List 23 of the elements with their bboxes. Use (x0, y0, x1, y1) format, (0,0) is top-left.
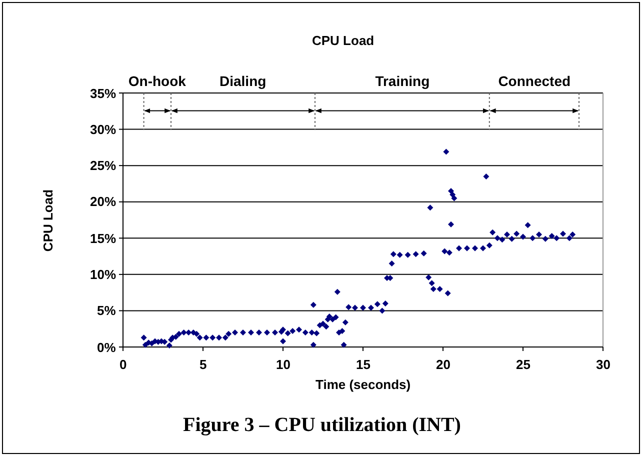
y-tick-label: 30% (90, 122, 116, 137)
x-tick-label: 10 (276, 356, 290, 372)
y-tick-label: 20% (90, 194, 116, 210)
y-tick-label: 25% (90, 158, 116, 174)
y-tick-label: 5% (97, 303, 116, 318)
x-tick-label: 15 (356, 356, 370, 372)
axis-title: CPU Load (40, 188, 56, 252)
phase-label: On-hook (128, 72, 186, 88)
x-tick-label: 0 (120, 356, 127, 372)
chart-title: CPU Load (312, 32, 374, 48)
axis-title: Time (seconds) (316, 376, 411, 392)
x-tick-label: 30 (596, 356, 610, 372)
x-tick-label: 25 (516, 356, 530, 372)
phase-label: Dialing (220, 72, 266, 88)
y-tick-label: 15% (90, 230, 116, 246)
y-tick-label: 10% (90, 266, 116, 282)
y-tick-label: 0% (97, 340, 116, 354)
x-tick-label: 20 (436, 356, 450, 372)
phase-label: Connected (498, 72, 571, 88)
figure-caption: Figure 3 – CPU utilization (INT) (183, 414, 461, 436)
phase-label: Training (375, 72, 430, 88)
x-tick-label: 5 (200, 356, 207, 372)
y-tick-label: 35% (90, 86, 116, 100)
